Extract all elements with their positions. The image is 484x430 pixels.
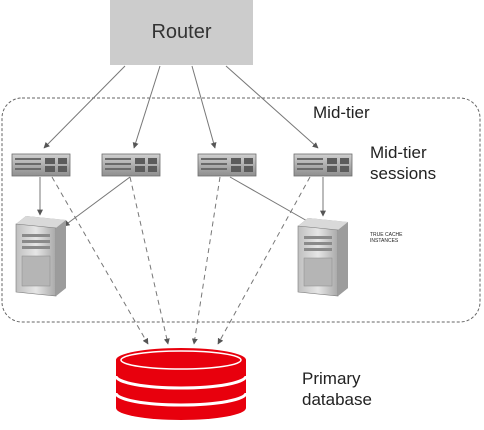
router-box xyxy=(110,0,253,65)
connector-rack-2-tower-1 xyxy=(63,176,131,227)
true-cache-instances-label: TRUE CACHE INSTANCES xyxy=(370,232,403,244)
router-connectors xyxy=(43,65,319,149)
connector-rack-1-primary xyxy=(51,176,149,345)
router-label: Router xyxy=(151,21,212,43)
mid-tier-sessions-label: Mid-tier sessions xyxy=(370,142,436,184)
connector-rack-4-primary xyxy=(217,176,311,345)
rack-server-icon xyxy=(11,153,71,177)
database-cylinder-icon xyxy=(114,348,248,420)
connector-rack-3-tower-2 xyxy=(229,176,317,227)
connector-router-rack-3 xyxy=(191,65,217,149)
session-to-cache-connectors xyxy=(37,176,326,227)
true-cache-label-line-1: TRUE CACHE xyxy=(370,232,403,238)
rack-server-icon xyxy=(293,153,353,177)
sessions-label-line-1: Mid-tier xyxy=(370,143,427,162)
mid-tier-boundary xyxy=(1,97,481,323)
sessions-label-line-2: sessions xyxy=(370,164,437,183)
tower-server-icon xyxy=(15,216,66,297)
connector-router-rack-4 xyxy=(225,65,319,149)
primary-label-line-2: database xyxy=(302,390,372,409)
connector-rack-3-primary xyxy=(191,176,221,345)
tower-server-icon xyxy=(297,218,348,297)
primary-label-line-1: Primary xyxy=(302,369,361,388)
primary-database-label: Primary database xyxy=(302,368,372,410)
true-cache-label-line-2: INSTANCES xyxy=(370,238,399,244)
rack-server-icon xyxy=(101,153,161,177)
connector-router-rack-2 xyxy=(132,65,161,149)
connector-rack-2-primary xyxy=(129,176,170,345)
rack-server-icon xyxy=(197,153,257,177)
session-to-primary-connectors xyxy=(51,176,311,345)
connector-router-rack-1 xyxy=(43,65,126,149)
mid-tier-label: Mid-tier xyxy=(313,103,370,122)
